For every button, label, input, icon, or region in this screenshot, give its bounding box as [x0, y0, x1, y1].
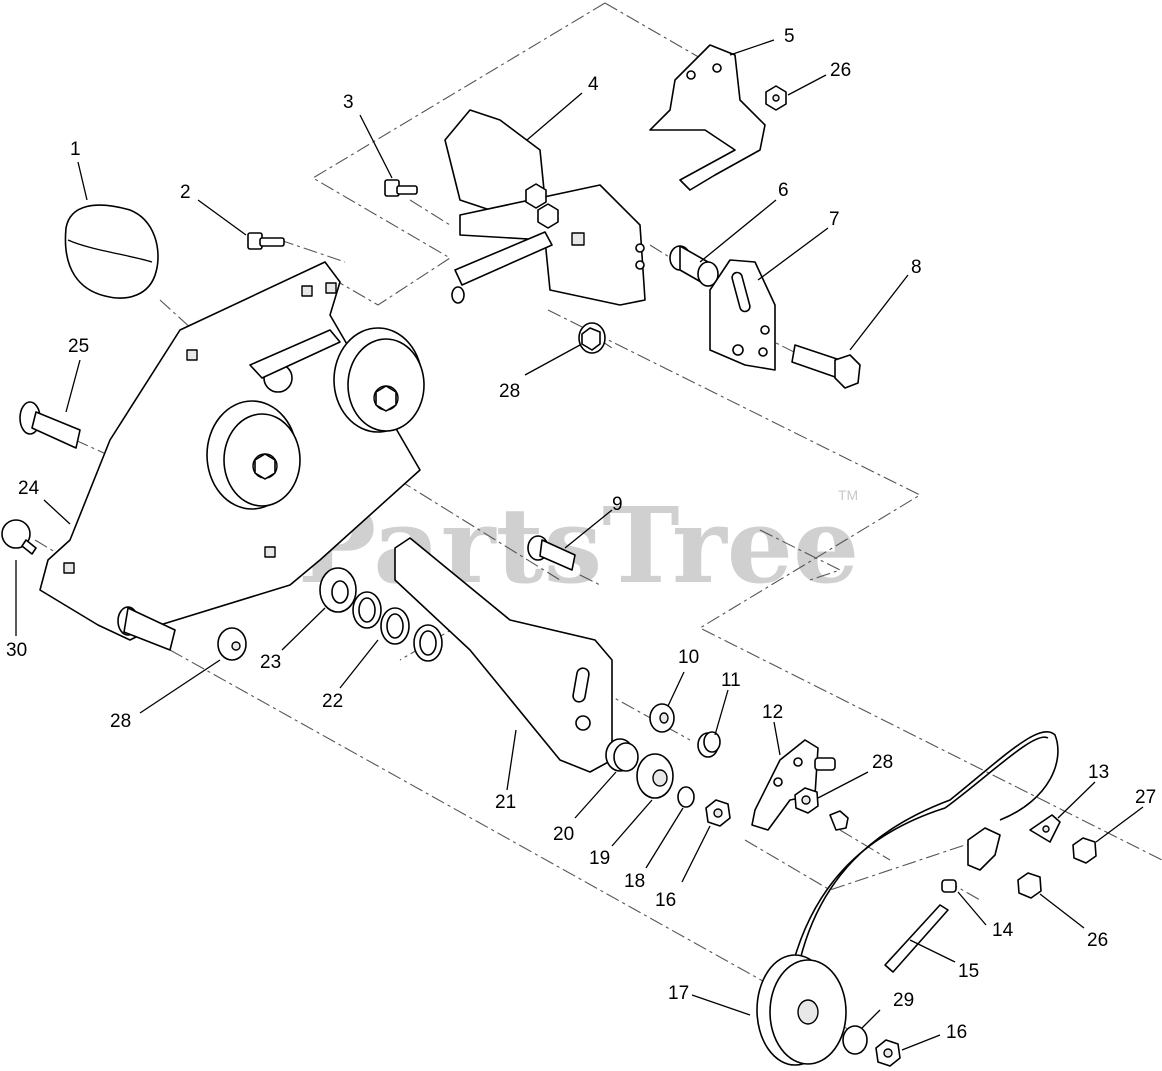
callout-28: 28 — [872, 752, 893, 773]
spacer-washers — [352, 591, 443, 662]
callout-16: 16 — [946, 1022, 967, 1043]
callout-30: 30 — [6, 640, 27, 661]
callout-25: 25 — [68, 336, 89, 357]
nut-26-lower — [1017, 872, 1042, 899]
leader-lines — [15, 39, 1144, 1051]
callout-10: 10 — [678, 647, 699, 668]
carriage-bolt — [19, 401, 81, 449]
callout-9: 9 — [612, 494, 623, 515]
callout-14: 14 — [992, 920, 1014, 941]
nut-16-lower — [875, 1039, 901, 1067]
callout-28: 28 — [110, 711, 131, 732]
washer-29 — [842, 1025, 868, 1055]
flange-nut-right — [794, 787, 819, 814]
washer-19 — [636, 753, 674, 799]
knob — [1, 519, 37, 555]
callout-11: 11 — [721, 670, 741, 691]
callout-2: 2 — [180, 182, 191, 203]
callout-23: 23 — [260, 652, 281, 673]
nut-16-upper — [705, 799, 731, 827]
nut-27 — [1072, 837, 1097, 864]
flange-nut-left — [217, 627, 247, 661]
callout-26: 26 — [1087, 930, 1108, 951]
bolt-small — [247, 232, 285, 250]
callout-12: 12 — [762, 702, 783, 723]
idler-pulley-upper — [333, 327, 425, 433]
callout-28: 28 — [499, 381, 520, 402]
flange-nut-center — [578, 322, 606, 354]
tension-bracket — [751, 739, 836, 831]
callout-21: 21 — [495, 792, 516, 813]
callout-20: 20 — [553, 824, 574, 845]
callout-13: 13 — [1088, 762, 1109, 783]
bushing-11 — [697, 731, 721, 758]
callout-15: 15 — [958, 961, 979, 982]
callout-18: 18 — [624, 871, 645, 892]
callout-19: 19 — [589, 848, 610, 869]
watermark-trademark: TM — [838, 487, 858, 503]
callout-27: 27 — [1135, 787, 1156, 808]
washer-large — [319, 567, 357, 613]
idler-pulley-lower — [206, 400, 301, 510]
bolt-top — [384, 179, 418, 197]
callout-22: 22 — [322, 691, 343, 712]
watermark: PartsTree — [298, 484, 859, 607]
spacer-20 — [605, 738, 639, 772]
callout-4: 4 — [588, 74, 599, 95]
callout-3: 3 — [343, 92, 354, 113]
callout-1: 1 — [70, 139, 81, 160]
callout-24: 24 — [18, 478, 40, 499]
small-clip — [829, 810, 849, 831]
washer-10 — [649, 703, 675, 733]
cable-tab — [1029, 814, 1061, 843]
bolt-mid — [527, 535, 576, 571]
shoulder-bolt — [117, 606, 176, 651]
cable-assembly — [789, 731, 1059, 976]
spacer-sleeve — [669, 245, 719, 287]
callout-26: 26 — [830, 60, 851, 81]
callout-5: 5 — [784, 26, 795, 47]
callout-17: 17 — [668, 983, 689, 1004]
cam-bracket-assembly — [444, 109, 646, 306]
callout-7: 7 — [829, 209, 840, 230]
mount-bracket — [649, 44, 766, 191]
callout-labels: 1 2 3 4 5 26 6 7 8 25 28 24 9 30 23 22 2… — [6, 26, 1156, 1043]
lockwasher-18 — [677, 786, 695, 808]
callout-8: 8 — [911, 257, 922, 278]
belt-pulley — [756, 954, 847, 1066]
pedal-pad — [64, 204, 159, 299]
hex-bolt — [791, 344, 861, 389]
nut-top — [765, 85, 787, 111]
cam-plate — [709, 259, 776, 371]
callout-6: 6 — [778, 180, 789, 201]
callout-16: 16 — [655, 890, 676, 911]
callout-29: 29 — [893, 990, 914, 1011]
